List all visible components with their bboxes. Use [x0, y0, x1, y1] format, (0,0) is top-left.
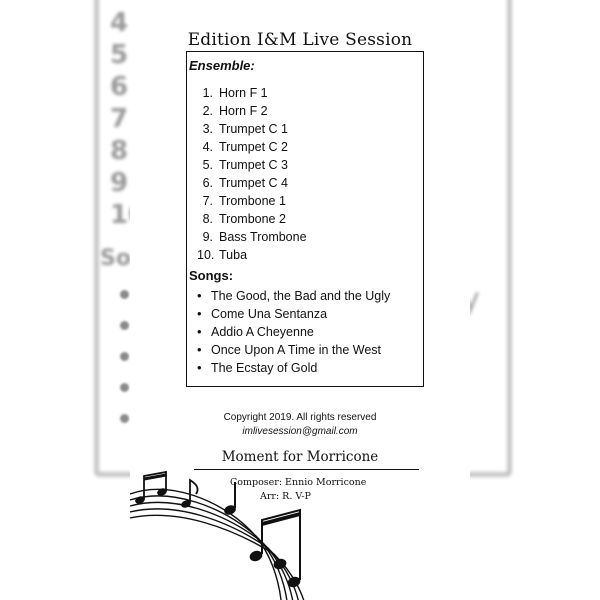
songs-heading: Songs: — [189, 268, 234, 283]
note-icon — [287, 576, 301, 588]
bullet-icon: • — [197, 306, 202, 321]
bullet-icon: • — [197, 360, 202, 375]
blurred-number: 4 — [110, 8, 129, 38]
music-staff-illustration — [130, 470, 305, 600]
blurred-bullet — [120, 414, 129, 423]
ensemble-list: 1.Horn F 1 2.Horn F 2 3.Trumpet C 1 4.Tr… — [197, 84, 307, 264]
blurred-number: 6 — [110, 72, 129, 102]
list-item: •The Ecstay of Gold — [197, 360, 318, 375]
blurred-bullet — [120, 352, 129, 361]
list-item: •Addio A Cheyenne — [197, 324, 314, 339]
blurred-number: 9 — [110, 168, 129, 198]
copyright-text: Copyright 2019. All rights reserved — [223, 412, 377, 423]
list-item: 7.Trombone 1 — [202, 194, 286, 208]
arranger-credit: Arr: R. V-P — [260, 491, 311, 502]
list-item: 10.Tuba — [197, 248, 248, 262]
songs-list: •The Good, the Bad and the Ugly •Come Un… — [197, 287, 390, 377]
list-item: 8.Trombone 2 — [202, 212, 286, 226]
content-box: Ensemble: 1.Horn F 1 2.Horn F 2 3.Trumpe… — [186, 51, 424, 387]
note-icon — [157, 488, 167, 496]
blurred-bullet — [120, 321, 129, 330]
staff-lines — [130, 488, 305, 600]
list-item: 9.Bass Trombone — [202, 230, 307, 244]
divider — [194, 469, 419, 470]
blurred-number: 8 — [110, 136, 129, 166]
list-item: •Once Upon A Time in the West — [197, 342, 381, 357]
note-icon — [181, 500, 191, 508]
list-item: 4.Trumpet C 2 — [202, 140, 289, 154]
list-item: 2.Horn F 2 — [202, 104, 268, 118]
note-icon — [273, 558, 287, 570]
note-icon — [224, 505, 236, 515]
music-notes — [135, 470, 301, 588]
cover-page: Edition I&M Live Session Ensemble: 1.Hor… — [130, 0, 470, 600]
bullet-icon: • — [197, 324, 202, 339]
list-item: •The Good, the Bad and the Ugly — [197, 288, 391, 303]
list-item: 5.Trumpet C 3 — [202, 158, 289, 172]
ensemble-heading: Ensemble: — [189, 58, 255, 73]
list-item: •Come Una Sentanza — [197, 306, 328, 321]
blurred-number: 7 — [110, 104, 129, 134]
composer-credit: Composer: Ennio Morricone — [230, 477, 367, 488]
list-item: 6.Trumpet C 4 — [202, 176, 289, 190]
blurred-number: 5 — [110, 40, 129, 70]
bullet-icon: • — [197, 342, 202, 357]
bullet-icon: • — [197, 288, 202, 303]
contact-email: imlivesession@gmail.com — [242, 426, 358, 437]
list-item: 1.Horn F 1 — [202, 86, 268, 100]
blurred-bullet — [120, 383, 129, 392]
note-icon — [135, 496, 145, 504]
piece-title: Moment for Morricone — [221, 449, 379, 465]
list-item: 3.Trumpet C 1 — [202, 122, 289, 136]
blurred-bullet — [120, 290, 129, 299]
note-icon — [249, 550, 263, 562]
page-title: Edition I&M Live Session — [187, 30, 413, 50]
